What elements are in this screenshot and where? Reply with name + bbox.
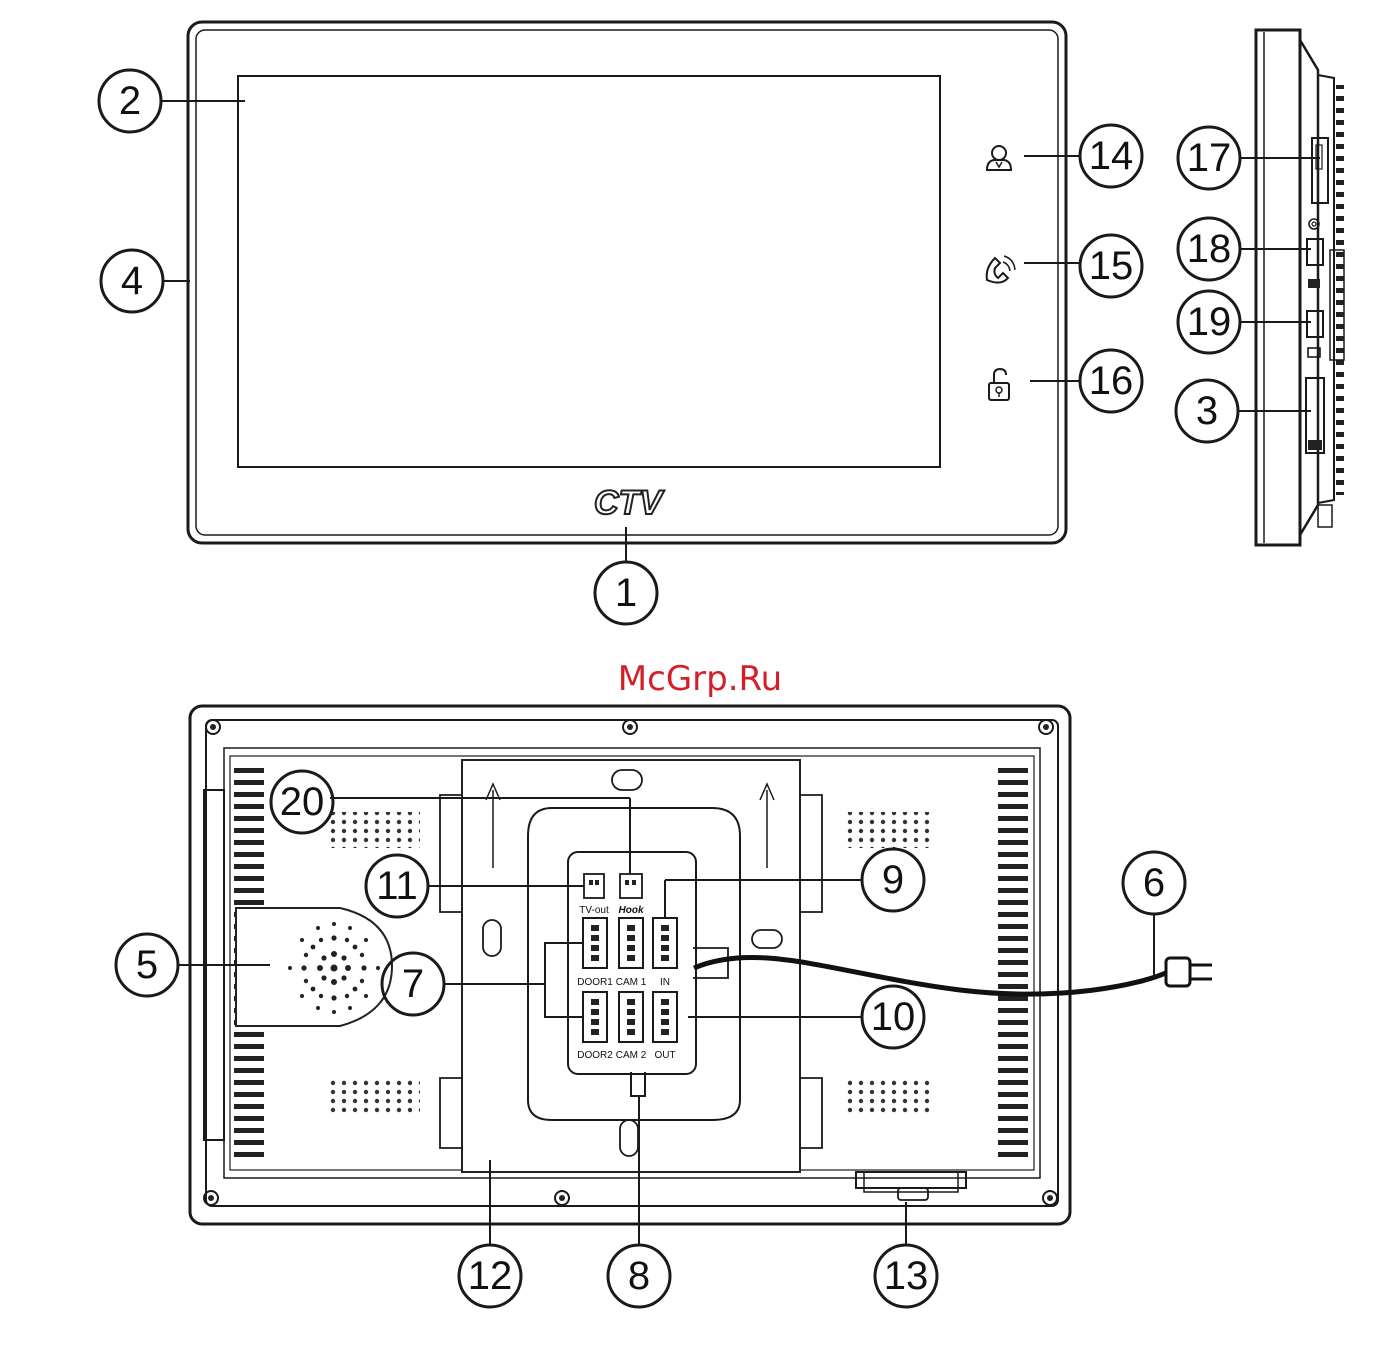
grill-bottom-left [328, 1080, 420, 1116]
svg-text:9: 9 [882, 858, 904, 902]
grill-top-left [328, 812, 420, 848]
svg-text:19: 19 [1187, 300, 1232, 344]
svg-text:2: 2 [119, 79, 141, 123]
callout-6: 6 [1123, 852, 1185, 914]
out-label: OUT [654, 1050, 675, 1061]
screw [1039, 720, 1053, 734]
bottom-bracket [856, 1172, 966, 1188]
callout-20: 20 [271, 771, 333, 833]
callout-13: 13 [875, 1245, 937, 1307]
cam1-label: CAM 1 [616, 977, 647, 988]
power-plug-icon [1166, 958, 1212, 986]
door1-label: DOOR1 [577, 977, 613, 988]
svg-text:4: 4 [121, 259, 143, 303]
callout-15: 15 [1080, 235, 1142, 297]
tv-out-label: TV-out [579, 905, 609, 916]
screw [206, 720, 220, 734]
svg-text:6: 6 [1143, 861, 1165, 905]
callout-5: 5 [116, 934, 178, 996]
svg-text:1: 1 [615, 571, 637, 615]
door2-label: DOOR2 [577, 1050, 613, 1061]
brand-logo: CTV [594, 484, 665, 522]
unlock-icon[interactable] [989, 369, 1009, 400]
front-view: CTV [160, 22, 1080, 562]
screw [623, 720, 637, 734]
callout-11: 11 [366, 855, 428, 917]
svg-text:8: 8 [628, 1254, 650, 1298]
side-button-19[interactable] [1307, 311, 1323, 337]
callout-8: 8 [608, 1245, 670, 1307]
callout-19: 19 [1178, 291, 1240, 353]
svg-text:18: 18 [1187, 227, 1232, 271]
phone-icon[interactable] [987, 256, 1015, 283]
svg-text:13: 13 [884, 1254, 929, 1298]
callout-4: 4 [101, 250, 163, 312]
front-bezel-inner [196, 30, 1058, 535]
svg-text:20: 20 [280, 780, 325, 824]
side-slot-17[interactable] [1312, 138, 1328, 203]
callout-12: 12 [459, 1245, 521, 1307]
callout-2: 2 [99, 70, 161, 132]
cam2-label: CAM 2 [616, 1050, 647, 1061]
svg-text:17: 17 [1187, 136, 1232, 180]
svg-text:15: 15 [1089, 244, 1134, 288]
grill-top-right [842, 812, 934, 848]
svg-text:11: 11 [376, 864, 418, 908]
callout-7: 7 [382, 953, 444, 1015]
svg-text:16: 16 [1089, 359, 1134, 403]
svg-text:5: 5 [136, 943, 158, 987]
screw [1043, 1191, 1057, 1205]
camera-icon [1308, 279, 1320, 288]
callout-10: 10 [862, 986, 924, 1048]
speaker [236, 908, 392, 1026]
callout-14: 14 [1080, 125, 1142, 187]
svg-text:12: 12 [468, 1254, 513, 1298]
hook-label: Hook [619, 905, 644, 916]
vent-right [998, 764, 1028, 1164]
svg-text:14: 14 [1089, 134, 1134, 178]
callout-17: 17 [1178, 127, 1240, 189]
screw [555, 1191, 569, 1205]
svg-text:10: 10 [871, 995, 916, 1039]
svg-text:7: 7 [402, 962, 424, 1006]
callout-9: 9 [862, 849, 924, 911]
screen [238, 76, 940, 467]
side-vents [1336, 85, 1344, 495]
user-icon[interactable] [987, 146, 1011, 170]
front-bezel [188, 22, 1066, 543]
side-button-18[interactable] [1307, 239, 1323, 265]
callout-18: 18 [1178, 218, 1240, 280]
svg-text:3: 3 [1196, 389, 1218, 433]
callout-16: 16 [1080, 350, 1142, 412]
side-view [1238, 30, 1344, 545]
callout-3: 3 [1176, 380, 1238, 442]
callout-1: 1 [595, 562, 657, 624]
watermark: McGrp.Ru [618, 659, 782, 699]
grill-bottom-right [842, 1080, 934, 1116]
back-view: TV-out Hook DOOR1 CAM 1 IN [178, 706, 1212, 1246]
in-label: IN [660, 977, 670, 988]
